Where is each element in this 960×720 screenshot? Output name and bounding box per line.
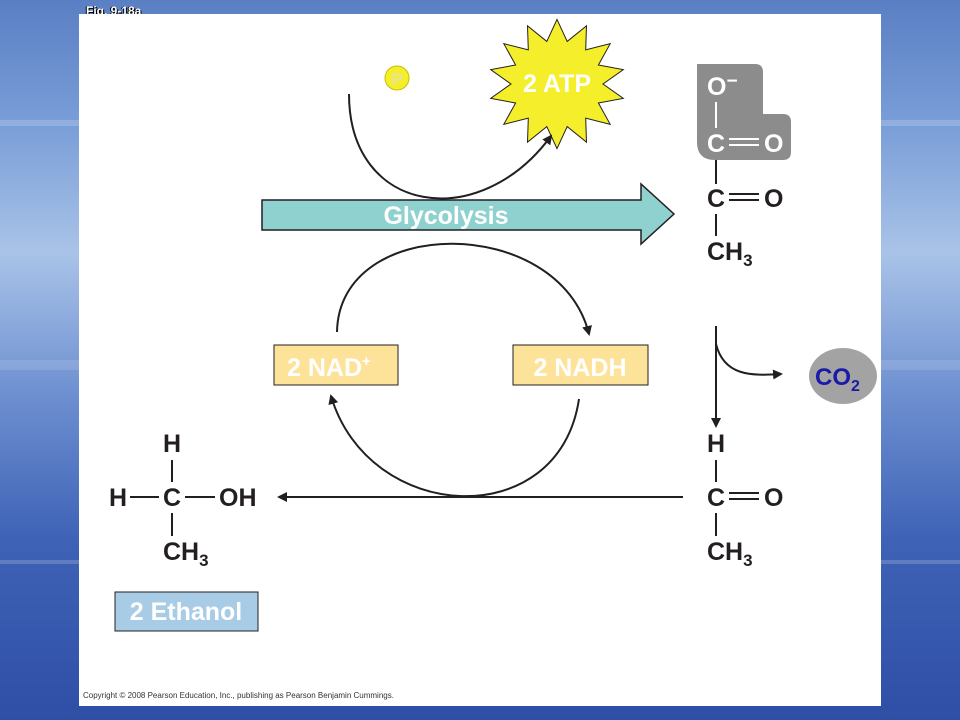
- acetaldehyde-ch3: CH3: [707, 538, 753, 570]
- diagram-panel: P 2 ATP Glycolysis 2 NAD+ 2 NADH: [79, 14, 881, 706]
- ethanol-label: 2 Ethanol: [130, 598, 243, 626]
- acetaldehyde-o: O: [764, 484, 783, 512]
- co2-release-arrow: [715, 343, 783, 380]
- atp-burst: 2 ATP: [489, 18, 625, 150]
- phosphate-circle: [384, 65, 410, 91]
- acetaldehyde-c: C: [707, 484, 725, 512]
- glycolysis-arrow: Glycolysis: [261, 182, 676, 246]
- nadh-box-rect: [512, 344, 649, 386]
- ethanol-ch3: CH3: [163, 538, 209, 570]
- atp-label: 2 ATP: [523, 70, 591, 98]
- ethanol-box: 2 Ethanol: [114, 591, 259, 632]
- pyruvate-ch3: CH3: [707, 238, 753, 270]
- ethanol-molecule: H H C OH CH3: [109, 430, 257, 570]
- ethanol-box-rect: [114, 591, 259, 632]
- pyruvate-o1: O: [764, 130, 783, 158]
- nadh-oxidation-arrow: [328, 394, 580, 498]
- ethanol-h-top: H: [163, 430, 181, 458]
- fermentation-diagram: P 2 ATP Glycolysis 2 NAD+ 2 NADH: [109, 18, 877, 632]
- acetaldehyde-molecule: H C O CH3: [707, 430, 783, 570]
- ethanol-h-left: H: [109, 484, 127, 512]
- co2-ellipse: CO2: [809, 348, 877, 404]
- pyruvate-o2: O: [764, 185, 783, 213]
- nad-box: 2 NAD+: [273, 344, 399, 386]
- glycolysis-label: Glycolysis: [383, 202, 508, 230]
- pyruvate-o-minus: O−: [707, 71, 738, 101]
- phosphate-label: P: [391, 70, 402, 89]
- ethanol-c: C: [163, 484, 181, 512]
- copyright-notice: Copyright © 2008 Pearson Education, Inc.…: [83, 691, 394, 700]
- pyruvate-c1: C: [707, 130, 725, 158]
- nadh-label: 2 NADH: [533, 354, 626, 382]
- nad-label: 2 NAD+: [287, 353, 371, 382]
- nadh-box: 2 NADH: [512, 344, 649, 386]
- atp-burst-shape: [489, 18, 625, 150]
- pyruvate-c2: C: [707, 185, 725, 213]
- glycolysis-arrow-shape: [261, 182, 676, 246]
- ethanol-oh: OH: [219, 484, 257, 512]
- atp-formation-arrow: [348, 93, 553, 200]
- nad-box-rect: [273, 344, 399, 386]
- nad-reduction-arrow: [336, 242, 592, 336]
- co2-ellipse-shape: [809, 348, 877, 404]
- co2-label: CO2: [815, 364, 860, 395]
- carboxyl-highlight: [697, 64, 791, 160]
- pyruvate-molecule: O− C O C O CH3: [697, 64, 791, 270]
- acetaldehyde-h: H: [707, 430, 725, 458]
- phosphate-group: P: [384, 65, 410, 91]
